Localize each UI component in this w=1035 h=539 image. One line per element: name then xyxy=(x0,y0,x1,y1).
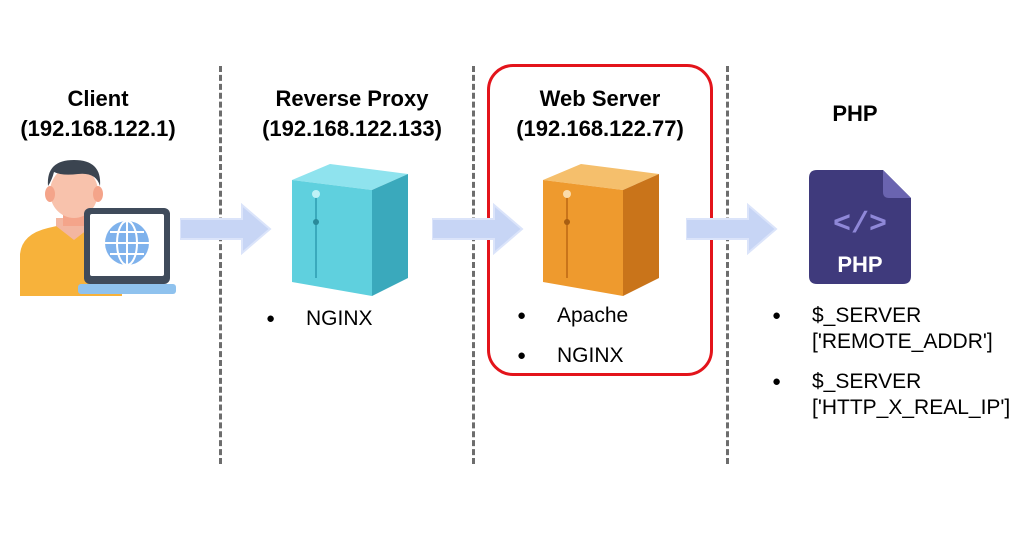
client-person-laptop-icon xyxy=(20,160,176,296)
arrow-proxy-to-webserver xyxy=(432,203,524,255)
list-item: NGINX xyxy=(266,306,373,332)
web-server-ip: (192.168.122.77) xyxy=(516,116,684,141)
client-label: Client xyxy=(67,86,129,111)
list-item: $_SERVER ['REMOTE_ADDR'] xyxy=(772,303,1010,355)
client-ip: (192.168.122.1) xyxy=(20,116,176,141)
divider-1 xyxy=(219,66,222,464)
php-title: PHP xyxy=(790,99,920,129)
orange-server-icon xyxy=(543,164,659,296)
list-item: NGINX xyxy=(517,343,628,369)
proxy-label: Reverse Proxy xyxy=(275,86,429,111)
arrow-webserver-to-php xyxy=(686,203,778,255)
php-logo-text: PHP xyxy=(837,252,882,277)
svg-text:</>: </> xyxy=(833,208,887,242)
php-label: PHP xyxy=(832,101,878,126)
proxy-ip: (192.168.122.133) xyxy=(262,116,442,141)
web-server-bullet-list: Apache NGINX xyxy=(517,303,628,369)
web-server-title: Web Server (192.168.122.77) xyxy=(493,84,707,144)
list-item: Apache xyxy=(517,303,628,329)
client-title: Client (192.168.122.1) xyxy=(0,84,196,144)
web-server-label: Web Server xyxy=(539,86,661,111)
list-item: $_SERVER ['HTTP_X_REAL_IP'] xyxy=(772,369,1010,421)
divider-3 xyxy=(726,66,729,464)
php-bullet-list: $_SERVER ['REMOTE_ADDR'] $_SERVER ['HTTP… xyxy=(772,303,1010,421)
divider-2 xyxy=(472,66,475,464)
php-file-icon: </> PHP xyxy=(809,170,911,284)
arrow-client-to-proxy xyxy=(180,203,272,255)
proxy-bullet-list: NGINX xyxy=(266,306,373,332)
proxy-title: Reverse Proxy (192.168.122.133) xyxy=(242,84,462,144)
cyan-server-icon xyxy=(292,164,408,296)
